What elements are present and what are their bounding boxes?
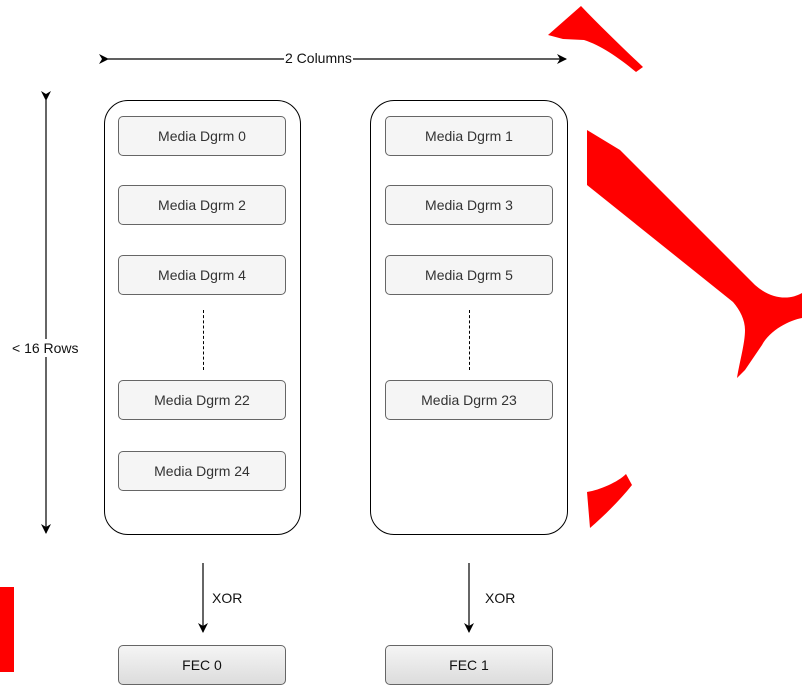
red-annotation-bottom-tip: [587, 474, 632, 528]
xor-label-column-0: XOR: [212, 590, 243, 606]
fec-1-box: FEC 1: [385, 645, 553, 685]
columns-label: 2 Columns: [284, 50, 353, 66]
media-datagram-23: Media Dgrm 23: [385, 380, 553, 420]
media-datagram-4: Media Dgrm 4: [118, 255, 286, 295]
red-annotation-left-bar: [0, 587, 14, 672]
xor-label-column-1: XOR: [485, 590, 516, 606]
media-datagram-1: Media Dgrm 1: [385, 116, 553, 156]
column-1-ellipsis-dashes: [469, 310, 470, 370]
fec-0-box: FEC 0: [118, 645, 286, 685]
media-datagram-5: Media Dgrm 5: [385, 255, 553, 295]
media-datagram-0: Media Dgrm 0: [118, 116, 286, 156]
rows-label: < 16 Rows: [12, 339, 79, 357]
media-datagram-24: Media Dgrm 24: [118, 451, 286, 491]
media-datagram-2: Media Dgrm 2: [118, 185, 286, 225]
media-datagram-3: Media Dgrm 3: [385, 185, 553, 225]
column-0-ellipsis-dashes: [203, 310, 204, 370]
red-annotation-brace-body: [587, 130, 802, 378]
media-datagram-22: Media Dgrm 22: [118, 380, 286, 420]
red-annotation-top-tip: [548, 6, 643, 72]
